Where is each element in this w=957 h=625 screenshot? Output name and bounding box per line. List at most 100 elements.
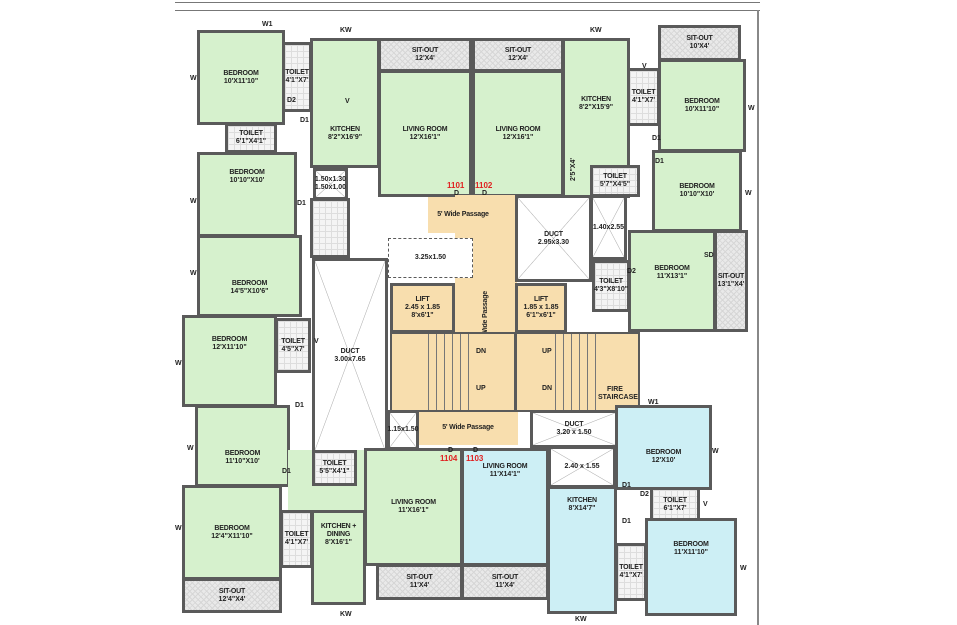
open-area: 3.25x1.50 [388,238,473,278]
shaft: 1.15x1.50 [387,410,419,450]
kitchen-window-mark: KW [340,27,352,34]
room-name: LIVING ROOM [482,463,528,470]
room-dims: 13'1"X4' [717,281,745,288]
room-dims: 11'X4' [495,582,515,589]
room-dims: 12'X16'1" [409,133,441,141]
room-dims: 10'X11'10" [684,105,720,113]
unit-number-1102: 1102 [475,181,493,190]
room-name: BEDROOM [231,280,268,287]
passage-label: 5' Wide Passage [442,423,494,431]
room-name: KITCHEN [330,126,360,133]
passage-dims: 2'5"X4' [570,158,577,181]
room-dims: 11'X14'1" [489,471,521,478]
room-dims: 12'X4' [508,55,528,62]
room-name: TOILET [281,337,305,345]
room-name: BEDROOM [214,524,250,532]
room-dims: 6'1"X7' [663,504,687,512]
stair-down-label: DN [542,385,553,392]
room-name: SIT-OUT [218,587,246,595]
door-mark: D2 [640,491,649,498]
door-mark: D1 [622,518,631,525]
room-name: 1.15x1.50 [387,426,419,433]
room-name: DUCT [564,421,584,428]
passage-bottom: 5' Wide Passage [418,410,518,445]
stair-up-label: UP [476,385,486,392]
room-name: DUCT [340,347,360,355]
room-dims: 2.95x3.30 [537,238,570,246]
window-mark: W [187,445,194,452]
window-mark: W [740,565,747,572]
window-mark: W [748,105,755,112]
room-dims: 8'X16'1" [325,539,352,546]
room-name: TOILET [631,89,656,96]
room-name: LIVING ROOM [402,125,448,133]
room-name: LIFT [415,296,430,303]
room-name: 2.40 x 1.55 [564,463,600,470]
room-dims: 12'4"X11'10" [211,532,253,540]
room-dims: 8'X14'7" [568,505,596,512]
stair-up-label: UP [542,348,552,355]
room-name: DUCT [544,230,563,238]
room-name: SIT-OUT [686,35,713,42]
room-dims: 8'2"X16'9" [327,134,363,141]
window-mark: W [745,190,752,197]
room-name: KITCHEN + DINING [320,523,357,538]
room-dims: 3.20 x 1.50 [556,429,592,436]
room-name: SIT-OUT [406,574,433,581]
room-name: TOILET [239,130,263,137]
passage-top: 5' Wide Passage [428,197,498,233]
unit-number-1101: 1101 [447,181,465,190]
room-dims: 12'X11'10" [212,344,247,351]
room-name: 3.25x1.50 [414,254,447,261]
room-dims: 4'3"X8'10" [593,286,629,293]
room-dims: 11'X13'1" [656,273,688,280]
unit-number-1104: 1104 [440,454,458,463]
door-mark: D1 [295,402,304,409]
room-dims: 6'1"X4'1" [235,138,267,145]
room-name: TOILET [284,531,309,538]
room-dims: 8'2"X15'9" [578,104,614,111]
room-name: KITCHEN [581,96,611,103]
door-mark: D [482,190,488,197]
door-mark: D1 [652,135,661,142]
door-mark: D1 [297,200,306,207]
stair-down-label: DN [476,348,487,355]
window-mark: W1 [648,399,659,406]
room-dims: 12'X4' [415,55,435,62]
window-mark: W [712,448,719,455]
room-dims: 11'X16'1" [398,507,429,514]
ventilator-mark: V [642,63,647,70]
room-name: TOILET [603,173,627,180]
door-mark: D [448,447,454,454]
ventilator-mark: V [345,98,350,105]
border-line-inner [175,10,760,11]
room-dims-ft: 6'1"x6'1" [526,312,556,319]
door-mark: D2 [287,97,296,104]
room-name: SIT-OUT [504,47,532,54]
window-mark: W [190,270,197,277]
window-mark: W1 [262,21,273,28]
door-mark: D1 [622,482,631,489]
